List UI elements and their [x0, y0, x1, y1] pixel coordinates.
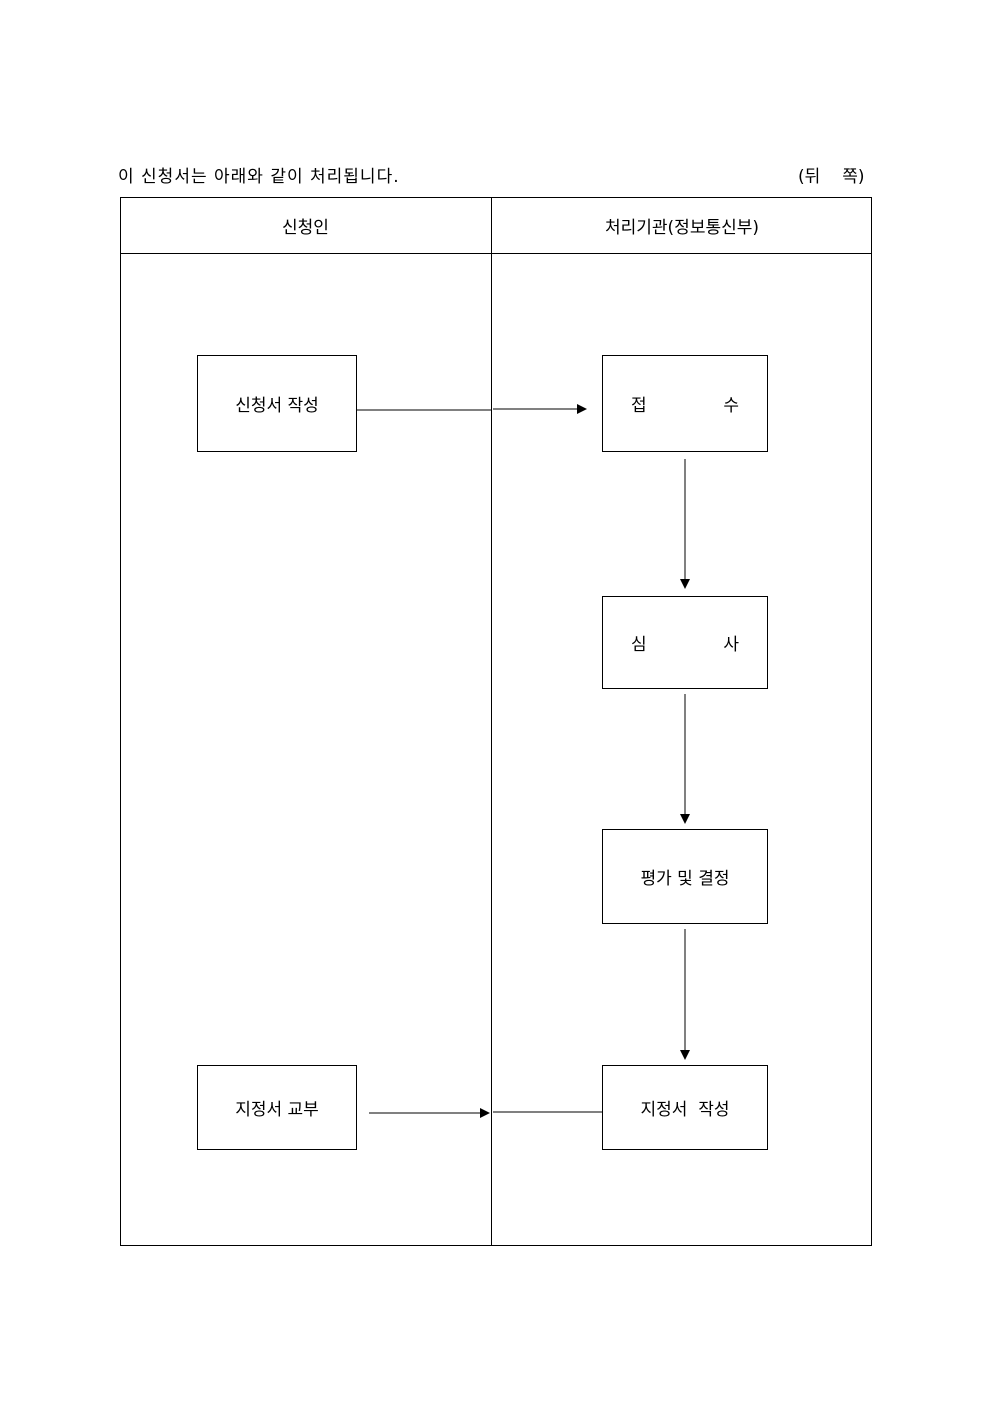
- step-review: 심 사: [602, 596, 768, 689]
- column-divider: [491, 197, 492, 1246]
- page-side-label: (뒤 쪽): [798, 162, 865, 187]
- process-table: [120, 197, 872, 1246]
- step-review-label-left: 심: [631, 635, 647, 655]
- page-side-label-right: 쪽): [842, 167, 865, 187]
- step-write-certificate: 지정서 작성: [602, 1065, 768, 1150]
- column-header-agency: 처리기관(정보통신부): [604, 217, 760, 238]
- header-row-divider: [120, 253, 872, 254]
- step-review-label-right: 사: [723, 635, 739, 655]
- step-issue-certificate: 지정서 교부: [197, 1065, 357, 1150]
- column-header-applicant: 신청인: [282, 217, 329, 238]
- step-receipt-label-left: 접: [631, 396, 647, 416]
- step-write-application: 신청서 작성: [197, 355, 357, 452]
- step-receipt: 접 수: [602, 355, 768, 452]
- step-receipt-label-right: 수: [723, 396, 739, 416]
- intro-text: 이 신청서는 아래와 같이 처리됩니다.: [118, 167, 400, 187]
- page-side-label-left: (뒤: [798, 167, 821, 187]
- step-evaluation: 평가 및 결정: [602, 829, 768, 924]
